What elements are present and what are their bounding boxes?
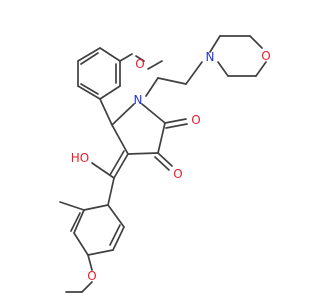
atom-ring-nitrogen: N [134,93,143,107]
atom-labels: O N N O O O HO O [71,49,271,283]
atom-methoxy-lower-oxygen: O [87,269,96,283]
atom-ketone-oxygen-lower: O [173,167,182,181]
atom-methoxy-ring-oxygen: O [135,57,144,71]
atom-morpholine-nitrogen: N [206,50,215,64]
atom-morpholine-oxygen: O [261,49,270,63]
atom-hydroxyl: HO [71,151,89,165]
atom-ketone-oxygen-upper: O [191,113,200,127]
molecule-structure: O N N O O O HO O [59,35,271,293]
bonds [59,35,267,293]
